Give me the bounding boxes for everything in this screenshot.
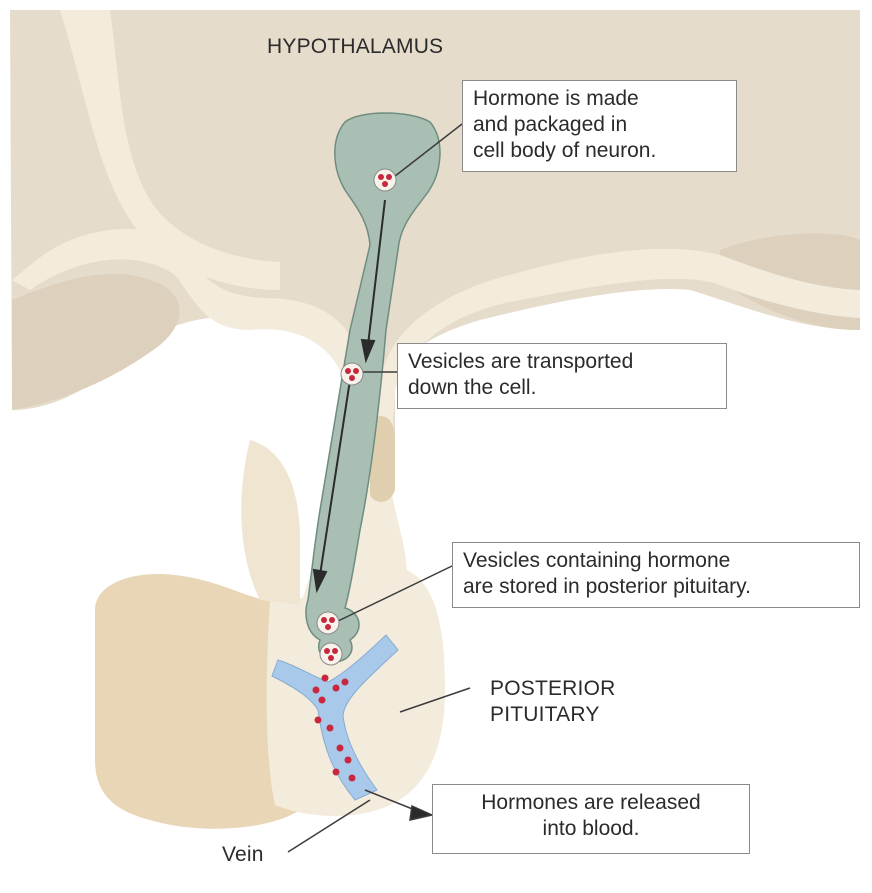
callout-hormones-released: Hormones are released into blood. bbox=[432, 784, 750, 854]
hormone-dot bbox=[332, 684, 340, 692]
callout-made-line1: Hormone is made bbox=[473, 87, 639, 110]
hormone-dot bbox=[328, 655, 334, 661]
posterior-pituitary-label-line2: PITUITARY bbox=[490, 703, 600, 726]
hormone-dot bbox=[318, 696, 326, 704]
hormone-dot bbox=[353, 368, 359, 374]
callout-made-line2: and packaged in bbox=[473, 113, 628, 136]
stalk-side-pouch bbox=[370, 416, 395, 502]
callout-stored-line1: Vesicles containing hormone bbox=[463, 549, 731, 572]
brain-lower-lobe bbox=[12, 273, 180, 410]
hormone-dot bbox=[324, 648, 330, 654]
hormone-dot bbox=[348, 774, 356, 782]
hormone-dot bbox=[321, 617, 327, 623]
callout-transported-line2: down the cell. bbox=[408, 376, 537, 399]
anterior-lobe bbox=[95, 574, 300, 829]
hormone-dot bbox=[329, 617, 335, 623]
hormone-dot bbox=[314, 716, 322, 724]
hormone-dot bbox=[332, 768, 340, 776]
hormone-dot bbox=[344, 756, 352, 764]
transport-arrows bbox=[312, 199, 386, 594]
vesicle bbox=[316, 611, 340, 635]
pituitary-stalk bbox=[12, 228, 860, 610]
hormone-dot bbox=[332, 648, 338, 654]
vesicle bbox=[373, 168, 397, 192]
vesicles bbox=[316, 168, 397, 666]
hormone-dot bbox=[321, 674, 329, 682]
callout-made-line3: cell body of neuron. bbox=[473, 139, 657, 162]
callout-transported-line1: Vesicles are transported bbox=[408, 350, 634, 373]
hormone-dot bbox=[345, 368, 351, 374]
hormone-dot bbox=[341, 678, 349, 686]
hormone-dot bbox=[349, 375, 355, 381]
callout-stored-line2: are stored in posterior pituitary. bbox=[463, 575, 751, 598]
vesicle bbox=[340, 362, 364, 386]
callout-hormone-made: Hormone is made and packaged in cell bod… bbox=[462, 80, 737, 172]
leader-lines bbox=[287, 123, 471, 853]
brain-membrane-band bbox=[60, 10, 280, 290]
hormone-molecules bbox=[312, 674, 356, 782]
hormone-dot bbox=[382, 181, 388, 187]
callout-vesicles-transported: Vesicles are transported down the cell. bbox=[397, 343, 727, 409]
vein-label: Vein bbox=[222, 843, 264, 866]
posterior-pituitary-label: POSTERIOR PITUITARY bbox=[490, 676, 615, 728]
neuron-cell bbox=[305, 112, 441, 663]
hypothalamus-label: HYPOTHALAMUS bbox=[267, 35, 444, 58]
hormone-dot bbox=[312, 686, 320, 694]
hormone-dot bbox=[326, 724, 334, 732]
hormone-dot bbox=[378, 174, 384, 180]
stalk-lower bbox=[241, 440, 300, 605]
hormone-dot bbox=[336, 744, 344, 752]
callout-released-line1: Hormones are released bbox=[481, 791, 701, 814]
callout-vesicles-stored: Vesicles containing hormone are stored i… bbox=[452, 542, 860, 608]
hormone-dot bbox=[325, 624, 331, 630]
callout-released-line2: into blood. bbox=[542, 817, 640, 840]
vesicle bbox=[319, 642, 343, 666]
hormone-dot bbox=[386, 174, 392, 180]
posterior-pituitary-label-line1: POSTERIOR bbox=[490, 677, 616, 700]
